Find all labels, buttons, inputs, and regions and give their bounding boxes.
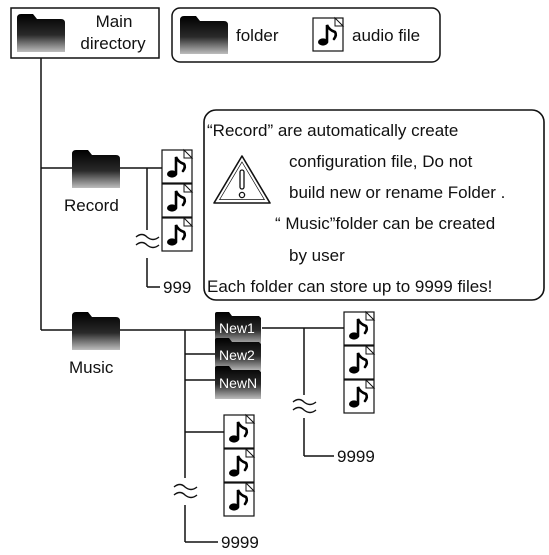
new1-files: [342, 310, 376, 415]
break-mark-record-1: [135, 233, 160, 241]
main-directory-label-line1: Main: [95, 12, 133, 31]
new1-audio-icon-2: [342, 344, 376, 381]
record-folder-icon: [72, 150, 120, 188]
legend: [171, 7, 441, 63]
subfolder-new2-label: New2: [219, 347, 255, 363]
record-file-count: 999: [163, 278, 192, 297]
warning-icon: [213, 155, 271, 204]
note-line-1: “Record” are automatically create: [207, 121, 459, 140]
music-audio-icon-3: [222, 481, 256, 518]
break-mark-music-2: [173, 491, 198, 499]
record-folder-label: Record: [64, 196, 119, 215]
music-audio-icon-1: [222, 413, 256, 450]
break-mark-music-1: [173, 483, 198, 491]
record-audio-icon-2: [160, 182, 194, 219]
music-file-count: 9999: [221, 533, 259, 552]
record-audio-icon-1: [160, 148, 194, 185]
legend-box: [171, 7, 441, 63]
break-marks: [135, 233, 317, 499]
main-folder-icon: [17, 14, 65, 52]
music-folder-icon: [72, 312, 120, 350]
break-mark-record-2: [135, 241, 160, 249]
record-audio-icon-3: [160, 216, 194, 253]
legend-audio-label: audio file: [352, 26, 421, 45]
note-line-6: Each folder can store up to 9999 files!: [207, 277, 493, 296]
new1-audio-icon-3: [342, 378, 376, 415]
legend-folder-icon: [180, 16, 228, 54]
note-line-3: build new or rename Folder .: [289, 183, 506, 202]
legend-audio-icon: [311, 16, 345, 53]
main-directory-node: [10, 7, 160, 59]
record-files: [160, 148, 194, 253]
music-audio-icon-2: [222, 447, 256, 484]
new1-audio-icon-1: [342, 310, 376, 347]
legend-folder-label: folder: [236, 26, 279, 45]
break-mark-new1-2: [292, 406, 317, 414]
note-line-5: by user: [289, 246, 345, 265]
new1-file-count: 9999: [337, 447, 375, 466]
note-frame: [203, 109, 545, 301]
note-line-4: “ Music”folder can be created: [275, 214, 496, 233]
tree-connectors: [40, 58, 344, 543]
subfolder-new1-label: New1: [219, 320, 255, 336]
break-mark-new1-1: [292, 398, 317, 406]
note-box: [203, 109, 545, 301]
subfolder-newn-label: NewN: [219, 375, 258, 391]
music-files: [222, 413, 256, 518]
music-folder-label: Music: [69, 358, 114, 377]
note-line-2: configuration file, Do not: [289, 152, 473, 171]
main-directory-label-line2: directory: [80, 34, 146, 53]
